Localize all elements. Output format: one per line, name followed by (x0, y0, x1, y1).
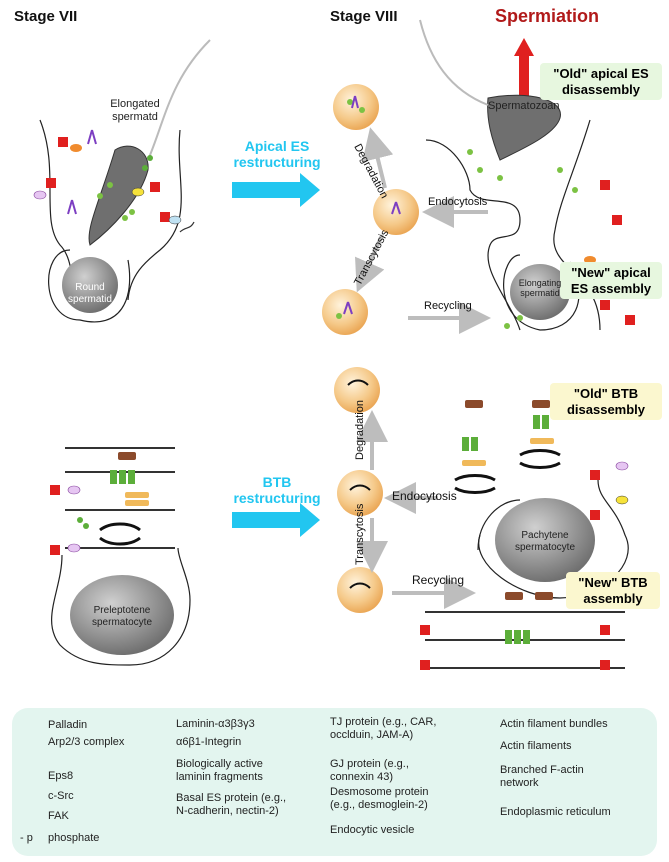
new-apical-es-box: "New" apical ES assembly (560, 262, 662, 300)
btb-vesicles (334, 367, 383, 613)
stage-viii-label: Stage VIII (330, 8, 398, 25)
legend-palladin: Palladin (48, 719, 88, 731)
old-btb-box: "Old" BTB disassembly (550, 383, 662, 421)
apical-restructuring-label: Apical ES restructuring (233, 138, 321, 171)
btb-endocytosis-label: Endocytosis (392, 489, 457, 503)
round-spermatid-nucleus (62, 257, 118, 313)
stage-vii-cell (33, 39, 211, 323)
round-spermatid-label: Round spermatid (68, 282, 112, 305)
spermatozoan-tail (419, 19, 489, 106)
legend-vesicle: Endocytic vesicle (330, 824, 415, 836)
legend-er: Endoplasmic reticulum (500, 806, 611, 818)
apical-restructuring-arrow (232, 173, 320, 207)
legend-phosphate-symbol: - p (20, 832, 33, 844)
legend-eps8: Eps8 (48, 770, 74, 782)
btb-transcytosis-label: Transcytosis (354, 503, 366, 565)
stage-viii-cell (419, 19, 647, 331)
preleptotene-cell (50, 447, 191, 666)
elongating-spermatid-label: Elongating spermatid (518, 278, 562, 299)
legend-laminin-fragments: Biologically active laminin fragments (176, 758, 263, 784)
spermatid-tail (147, 39, 211, 161)
btb-restructuring-arrow (232, 503, 320, 537)
legend-basal-es: Basal ES protein (e.g., N-cadherin, nect… (176, 792, 287, 818)
apical-endocytosis-label: Endocytosis (428, 196, 488, 208)
legend-actin-filaments: Actin filaments (500, 740, 572, 752)
stage-vii-label: Stage VII (14, 8, 78, 25)
legend-integrin: α6β1-Integrin (176, 736, 242, 748)
legend-phosphate: phosphate (48, 832, 100, 844)
spermiation-label: Spermiation (495, 6, 600, 26)
legend-gj: GJ protein (e.g., connexin 43) (330, 758, 409, 784)
legend-csrc: c-Src (48, 790, 74, 802)
btb-pathway-arrows (356, 410, 476, 609)
stage-vii-proteins (33, 129, 195, 233)
preleptotene-nucleus (70, 575, 174, 655)
new-btb-box: "New" BTB assembly (566, 572, 660, 610)
preleptotene-label: Preleptotene spermatocyte (91, 605, 153, 628)
legend-laminin: Laminin-α3β3γ3 (176, 718, 255, 730)
legend-fak: FAK (48, 810, 69, 822)
apical-vesicles (322, 84, 419, 335)
spermiation-arrow (514, 38, 534, 110)
spermatozoan-label: Spermatozoan (488, 100, 560, 112)
pachytene-cell (420, 400, 629, 670)
legend-branched-actin: Branched F-actin network (500, 764, 584, 790)
apical-recycling-label: Recycling (424, 300, 472, 312)
btb-recycling-label: Recycling (412, 573, 465, 587)
legend-tj: TJ protein (e.g., CAR, occlduin, JAM-A) (330, 716, 437, 742)
legend-actin-bundles: Actin filament bundles (500, 718, 608, 730)
pachytene-nucleus (495, 498, 595, 582)
pachytene-label: Pachytene spermatocyte (514, 530, 576, 553)
btb-degradation-label: Degradation (354, 400, 366, 460)
old-apical-es-box: "Old" apical ES disassembly (540, 63, 662, 101)
apical-pathway-arrows (355, 127, 491, 334)
legend-arp23: Arp2/3 complex (48, 736, 125, 748)
legend-panel: Palladin Arp2/3 complex Eps8 c-Src FAK -… (12, 708, 657, 856)
spermatozoan-head (487, 94, 561, 161)
legend-desmosome: Desmosome protein (e.g., desmoglein-2) (330, 786, 429, 812)
btb-restructuring-label: BTB restructuring (233, 474, 321, 507)
elongated-spermatid-label: Elongated spermatd (110, 98, 160, 123)
elongated-spermatid-head (88, 145, 149, 246)
